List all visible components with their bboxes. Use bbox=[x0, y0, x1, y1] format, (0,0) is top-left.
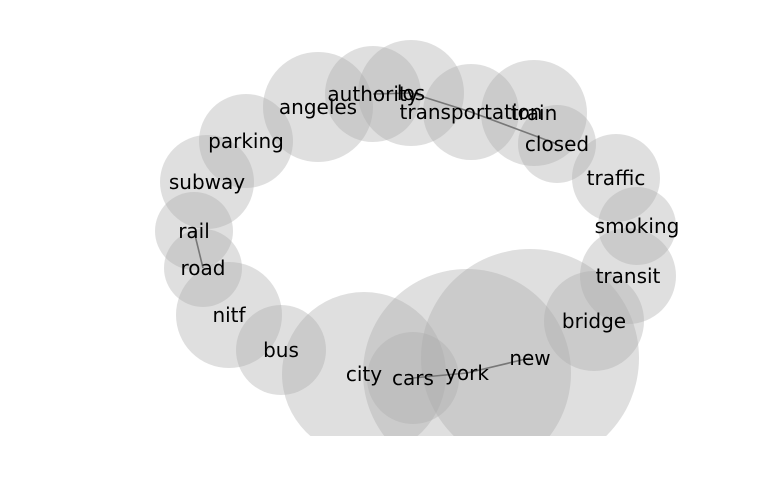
bubble-parking bbox=[199, 94, 293, 188]
word-label-angeles: angeles bbox=[279, 95, 357, 119]
word-label-train: train bbox=[511, 101, 558, 125]
word-label-los: los bbox=[397, 81, 425, 105]
bubble-nitf bbox=[176, 262, 282, 368]
bubble-bus bbox=[236, 305, 326, 395]
bubble-train bbox=[481, 60, 587, 166]
bubble-city bbox=[282, 292, 446, 456]
word-label-authority: authority bbox=[327, 82, 418, 106]
word-label-nitf: nitf bbox=[212, 303, 246, 327]
edge-los-transportation bbox=[410, 92, 472, 113]
edge-authority-los bbox=[372, 92, 412, 95]
word-label-road: road bbox=[181, 256, 226, 280]
bottom-margin bbox=[0, 436, 768, 500]
word-label-subway: subway bbox=[169, 170, 245, 194]
word-label-york: york bbox=[445, 361, 489, 385]
word-label-bridge: bridge bbox=[562, 309, 626, 333]
word-label-new: new bbox=[509, 346, 550, 370]
word-label-smoking: smoking bbox=[595, 214, 680, 238]
word-label-parking: parking bbox=[208, 129, 284, 153]
word-label-transit: transit bbox=[596, 264, 661, 288]
word-label-cars: cars bbox=[392, 366, 434, 390]
word-label-rail: rail bbox=[178, 219, 210, 243]
bubble-subway bbox=[160, 135, 254, 229]
word-label-bus: bus bbox=[263, 338, 299, 362]
word-label-closed: closed bbox=[525, 132, 589, 156]
word-label-transportation: transportation bbox=[400, 100, 543, 124]
word-label-city: city bbox=[346, 362, 382, 386]
bubble-transit bbox=[580, 228, 676, 324]
edge-layer bbox=[193, 92, 558, 379]
bubble-bridge bbox=[544, 271, 644, 371]
bubble-angeles bbox=[263, 52, 373, 162]
word-label-traffic: traffic bbox=[587, 166, 646, 190]
edge-transportation-closed bbox=[470, 111, 558, 145]
bubble-smoking bbox=[598, 187, 676, 265]
edge-rail-road bbox=[193, 230, 204, 269]
bubble-traffic bbox=[572, 134, 660, 222]
edge-york-cars bbox=[412, 372, 468, 379]
edge-new-york bbox=[466, 357, 531, 374]
